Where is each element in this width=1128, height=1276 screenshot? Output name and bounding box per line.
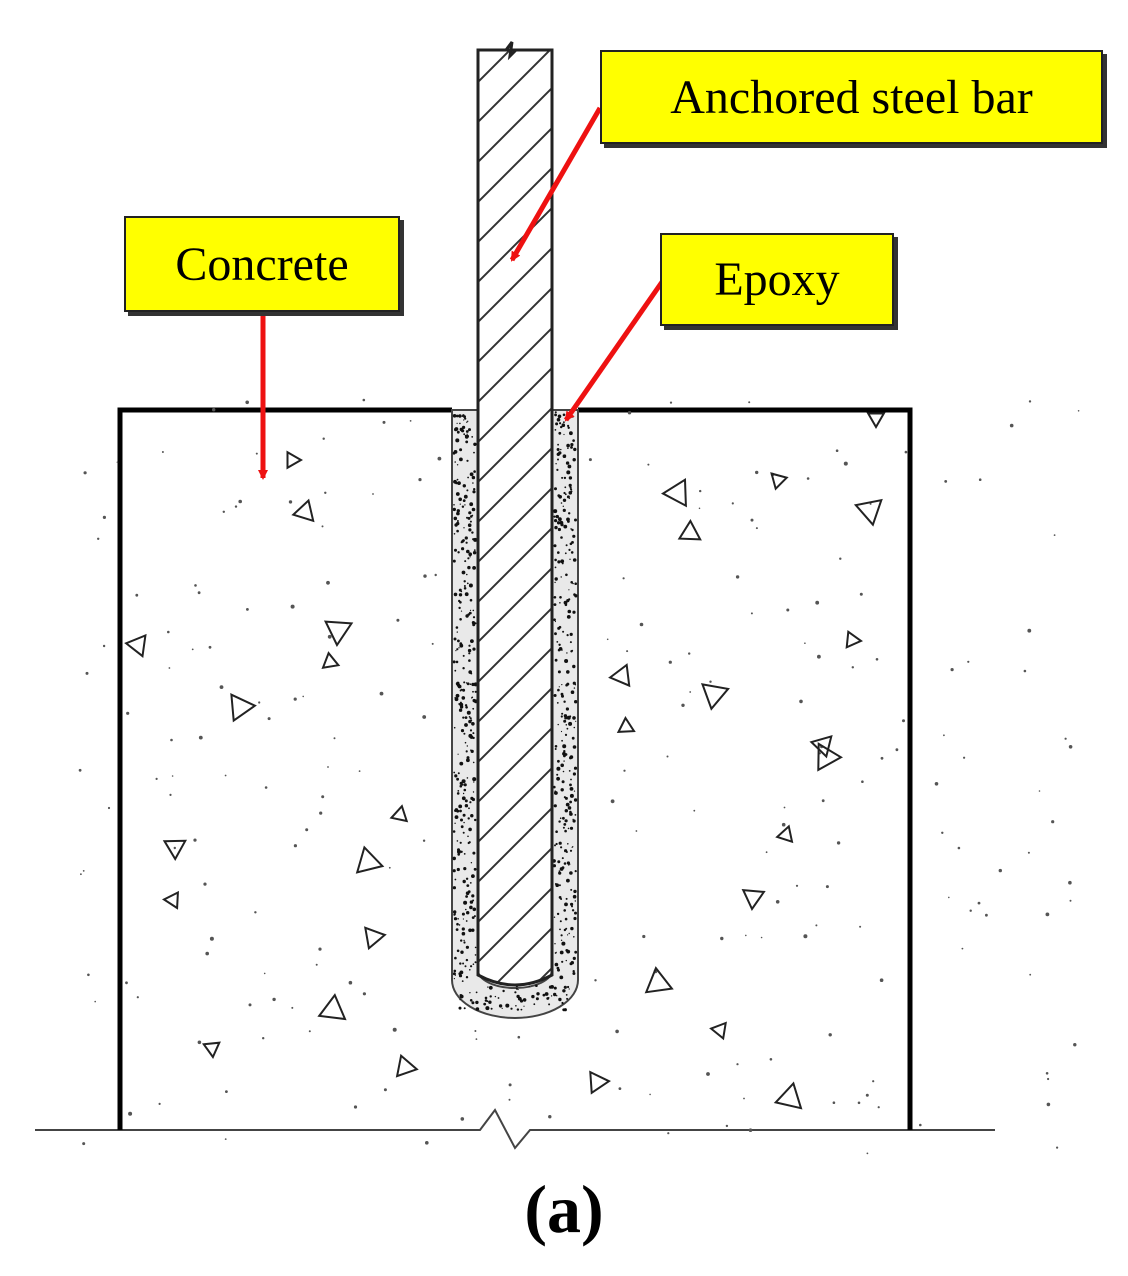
concrete-block-outline xyxy=(117,407,913,1130)
label-anchored-steel-bar: Anchored steel bar xyxy=(600,50,1103,144)
figure-caption: (a) xyxy=(524,1171,604,1247)
label-epoxy: Epoxy xyxy=(660,233,894,326)
epoxy-stipple xyxy=(452,411,578,1012)
arrows xyxy=(258,106,665,480)
arrow-steel-bar xyxy=(509,106,603,262)
ground-line xyxy=(35,1108,995,1150)
concrete-aggregate-triangles xyxy=(124,412,886,1110)
steel-bar xyxy=(476,41,554,987)
arrow-epoxy xyxy=(563,280,665,422)
label-concrete: Concrete xyxy=(124,216,400,312)
concrete-aggregate-dots xyxy=(78,398,1080,1155)
